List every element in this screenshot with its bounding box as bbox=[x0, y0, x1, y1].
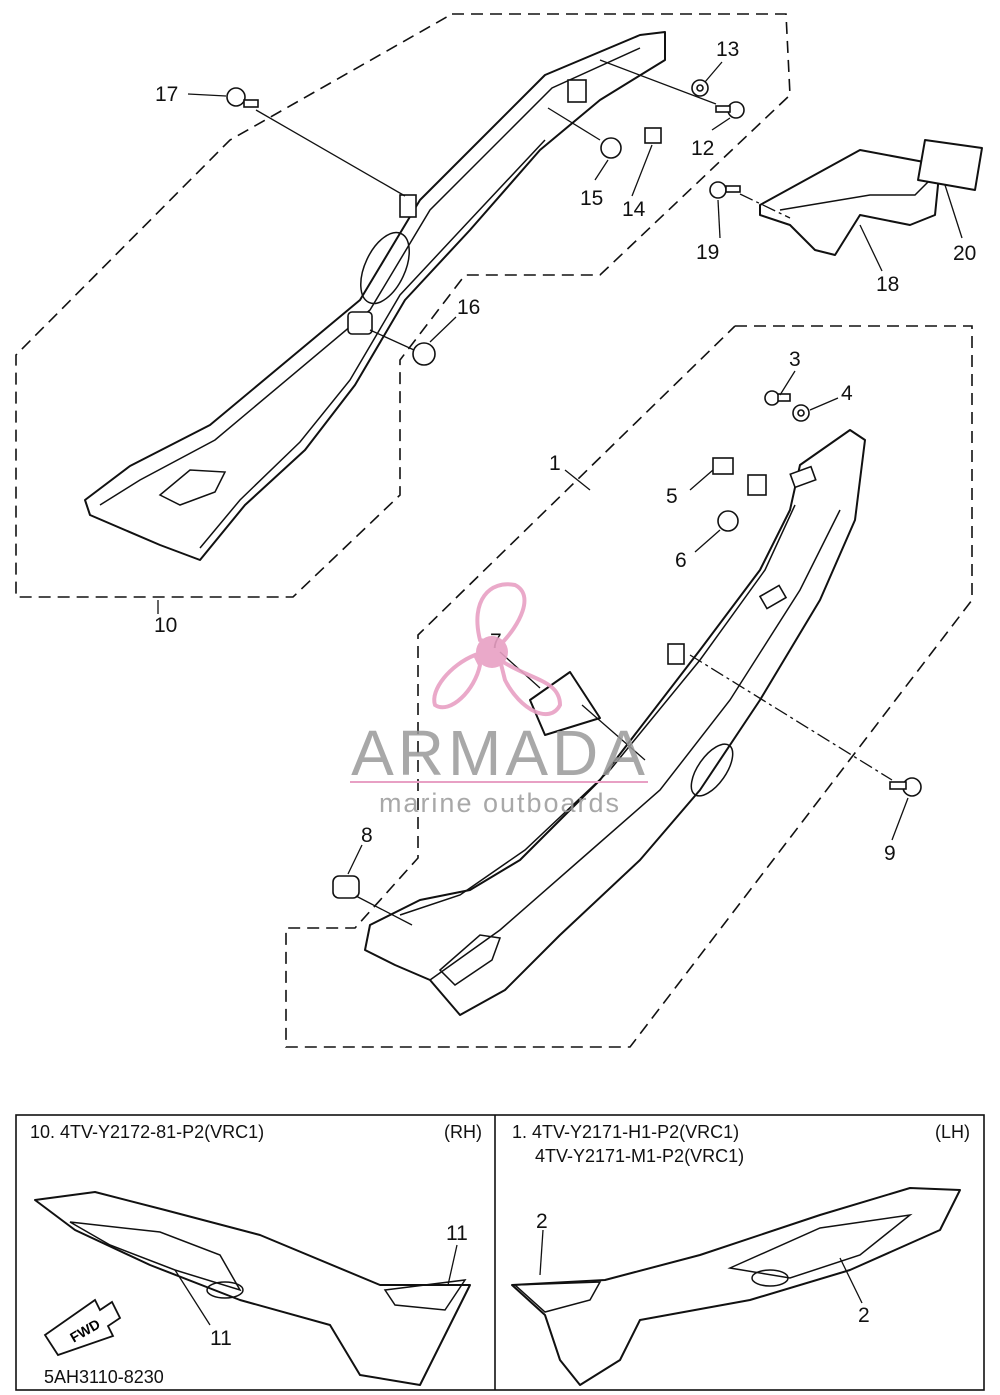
screw-3 bbox=[764, 390, 791, 406]
screw-19 bbox=[709, 181, 741, 199]
washer-4 bbox=[792, 404, 810, 422]
side-cover-lh-edge bbox=[399, 504, 841, 981]
callout-15: 15 bbox=[580, 187, 603, 210]
callout-3: 3 bbox=[789, 348, 801, 371]
callout-13: 13 bbox=[716, 38, 739, 61]
tail-cover-18 bbox=[759, 149, 941, 256]
label-20 bbox=[917, 139, 983, 191]
callout-14: 14 bbox=[622, 198, 646, 221]
leader-rh-11a bbox=[447, 1244, 458, 1286]
callout-4: 4 bbox=[841, 382, 853, 405]
leader-lh-2b bbox=[839, 1257, 863, 1304]
grommet-6 bbox=[717, 510, 739, 532]
side-cover-lh-slot-upper bbox=[789, 465, 817, 489]
callout-1: 1 bbox=[549, 452, 561, 475]
side-cover-lh bbox=[364, 429, 866, 1016]
side-cover-lh-tab-lower bbox=[667, 643, 685, 665]
legend-box bbox=[15, 1114, 985, 1391]
grommet-15 bbox=[600, 137, 622, 159]
side-cover-rh-duct bbox=[158, 469, 227, 506]
watermark-name: ARMADA bbox=[351, 717, 649, 789]
clip-14 bbox=[644, 127, 662, 144]
legend-lh-cover bbox=[511, 1187, 961, 1386]
legend-lh-title-2: 4TV-Y2171-M1-P2(VRC1) bbox=[535, 1146, 744, 1166]
leader-17-axis bbox=[255, 109, 406, 197]
side-cover-rh-tab bbox=[399, 194, 417, 218]
legend-rh-callout-11b: 11 bbox=[210, 1327, 232, 1350]
group-1-boundary bbox=[285, 325, 973, 1048]
legend-rh-opening bbox=[206, 1281, 244, 1299]
nut-13 bbox=[691, 79, 709, 97]
callout-8: 8 bbox=[361, 824, 373, 847]
side-cover-lh-opening bbox=[690, 743, 734, 797]
legend-rh-panel bbox=[69, 1221, 467, 1311]
watermark-tagline: marine outboards bbox=[379, 788, 621, 818]
callout-6: 6 bbox=[675, 549, 687, 572]
callout-10: 10 bbox=[154, 614, 177, 637]
legend-rh-callout-11a: 11 bbox=[446, 1222, 468, 1245]
clip-5 bbox=[712, 457, 734, 475]
side-cover-rh-tab-upper bbox=[567, 79, 587, 103]
leader-lh-2a bbox=[539, 1229, 544, 1276]
tail-cover-18-inner bbox=[779, 179, 931, 211]
group-10-boundary bbox=[15, 13, 791, 598]
leader-15-axis bbox=[547, 107, 601, 141]
side-cover-lh-slot bbox=[758, 584, 788, 610]
callout-5: 5 bbox=[666, 485, 678, 508]
leader-rh-11b bbox=[174, 1269, 211, 1326]
fwd-arrow-icon: FWD bbox=[43, 1298, 122, 1357]
callout-9: 9 bbox=[884, 842, 896, 865]
callout-19: 19 bbox=[696, 241, 719, 264]
side-cover-rh-edge bbox=[99, 47, 641, 549]
legend-lh-opening bbox=[751, 1269, 789, 1287]
side-cover-lh-tab bbox=[747, 474, 767, 496]
screw-12 bbox=[715, 101, 745, 119]
leader-7-axis bbox=[581, 704, 646, 761]
legend-rh-side: (RH) bbox=[444, 1122, 482, 1142]
legend-lh-callout-2a: 2 bbox=[536, 1210, 548, 1233]
watermark-logo-icon bbox=[432, 582, 563, 717]
legend-lh-panel bbox=[513, 1213, 913, 1313]
callout-18: 18 bbox=[876, 273, 899, 296]
callout-12: 12 bbox=[691, 137, 714, 160]
callout-17: 17 bbox=[155, 83, 178, 106]
grommet-16 bbox=[347, 311, 436, 366]
callout-16: 16 bbox=[457, 296, 480, 319]
screw-17 bbox=[226, 87, 259, 108]
callout-20: 20 bbox=[953, 242, 976, 265]
legend-lh-side: (LH) bbox=[935, 1122, 970, 1142]
leader-16-axis bbox=[369, 329, 415, 351]
side-cover-lh-duct bbox=[438, 934, 502, 986]
screw-9 bbox=[889, 777, 922, 797]
leader-8-axis bbox=[355, 895, 413, 926]
leader-9-axis bbox=[689, 654, 893, 781]
side-cover-rh-opening bbox=[360, 231, 410, 305]
legend-rh-cover bbox=[34, 1191, 471, 1386]
legend-rh-title: 10. 4TV-Y2172-81-P2(VRC1) bbox=[30, 1122, 264, 1142]
legend-lh-title-1: 1. 4TV-Y2171-H1-P2(VRC1) bbox=[512, 1122, 739, 1142]
diagram-code: 5AH3110-8230 bbox=[44, 1367, 164, 1387]
grommet-8 bbox=[332, 875, 360, 899]
label-7 bbox=[529, 671, 601, 736]
legend-lh-callout-2b: 2 bbox=[858, 1304, 870, 1327]
leader-19-axis bbox=[739, 193, 791, 219]
leader-12-axis bbox=[599, 59, 717, 105]
